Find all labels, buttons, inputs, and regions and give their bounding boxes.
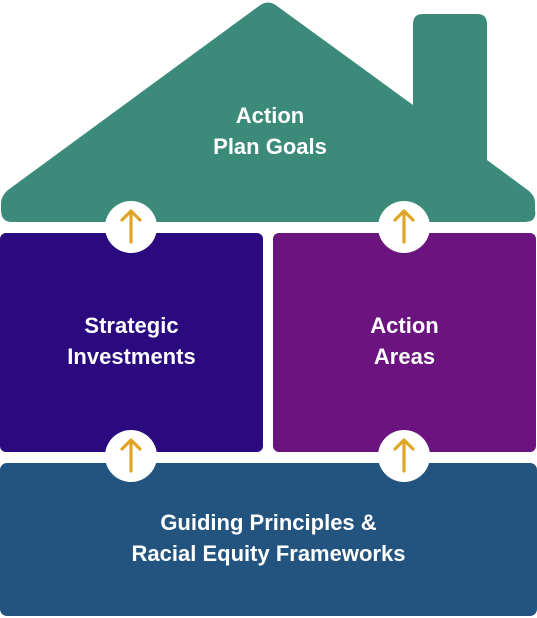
connector-roof-left bbox=[105, 201, 157, 253]
strategic-investments-block bbox=[0, 233, 263, 452]
base-label-line2: Racial Equity Frameworks bbox=[131, 541, 406, 566]
action-areas-label: Action Areas bbox=[273, 308, 536, 374]
guiding-principles-block bbox=[0, 463, 537, 616]
roof-label-line1: Action bbox=[235, 103, 305, 128]
roof-label-line2: Plan Goals bbox=[213, 134, 327, 159]
roof-block bbox=[1, 2, 536, 222]
base-label-line1: Guiding Principles & bbox=[160, 510, 377, 535]
guiding-principles-label: Guiding Principles & Racial Equity Frame… bbox=[0, 505, 537, 571]
right-label-line1: Action bbox=[370, 313, 439, 338]
arrow-up-icon bbox=[393, 438, 415, 473]
arrow-up-icon bbox=[120, 209, 142, 244]
connector-base-right bbox=[378, 430, 430, 482]
strategic-investments-label: Strategic Investments bbox=[0, 308, 263, 374]
action-areas-block bbox=[273, 233, 536, 452]
right-label-line2: Areas bbox=[373, 344, 436, 369]
connector-base-left bbox=[105, 430, 157, 482]
connector-roof-right bbox=[378, 201, 430, 253]
arrow-up-icon bbox=[393, 209, 415, 244]
roof-label: Action Plan Goals bbox=[120, 98, 420, 164]
arrow-up-icon bbox=[120, 438, 142, 473]
left-label-line2: Investments bbox=[67, 344, 196, 369]
left-label-line1: Strategic bbox=[84, 313, 179, 338]
